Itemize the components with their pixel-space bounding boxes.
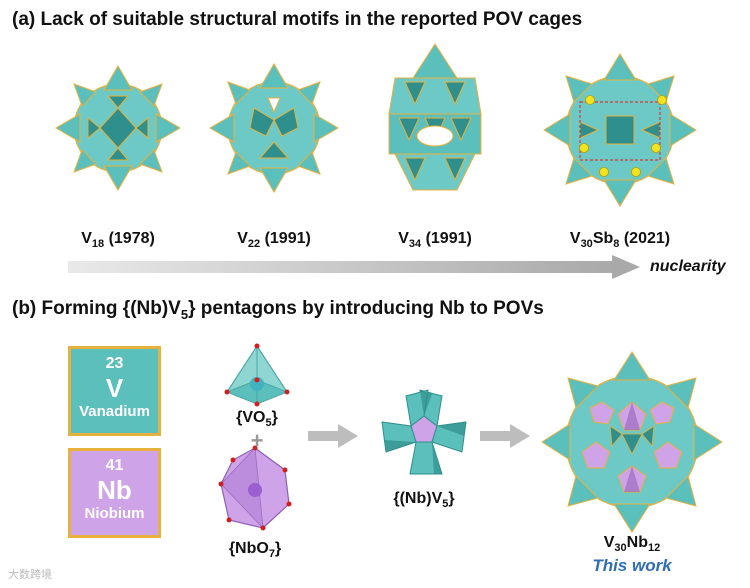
vo5-label: {VO5} xyxy=(236,409,278,430)
element-tile-niobium: 41 Nb Niobium xyxy=(68,448,161,538)
plus-sign: + xyxy=(250,428,264,453)
panel-a-title: (a) Lack of suitable structural motifs i… xyxy=(12,9,583,30)
v30nb12-label: V30Nb12 xyxy=(603,534,661,555)
nbv5-pentagon-illustration xyxy=(381,389,467,475)
nbo7-label: {NbO7} xyxy=(228,540,282,561)
nbv5-label: {(Nb)V5} xyxy=(393,490,455,511)
cage-v30sb8-illustration xyxy=(543,53,697,207)
nuclearity-label: nuclearity xyxy=(650,258,726,275)
element-name: Vanadium xyxy=(79,403,150,420)
element-symbol: V xyxy=(105,373,124,403)
panel-b-title: (b) Forming {(Nb)V5} pentagons by introd… xyxy=(12,298,544,322)
nbo7-polyhedron xyxy=(218,445,292,531)
element-tile-vanadium: 23 V Vanadium xyxy=(68,346,161,436)
reaction-arrow-1 xyxy=(308,424,358,448)
element-name: Niobium xyxy=(84,505,145,522)
element-symbol: Nb xyxy=(97,475,132,505)
cage-v18-illustration xyxy=(55,65,181,191)
v30nb12-cluster-illustration xyxy=(541,351,723,533)
this-work-label: This work xyxy=(592,556,672,575)
cage-label-v22: V22 (1991) xyxy=(237,230,311,251)
cage-label-v30sb8: V30Sb8 (2021) xyxy=(569,230,671,251)
watermark: 大数跨境 xyxy=(8,569,52,581)
cage-label-v34: V34 (1991) xyxy=(398,230,472,251)
cage-v22-illustration xyxy=(209,63,339,193)
cage-label-v18: V18 (1978) xyxy=(81,230,155,251)
nuclearity-arrow xyxy=(68,255,640,279)
reaction-arrow-2 xyxy=(480,424,530,448)
cage-v34-illustration xyxy=(388,43,482,191)
vo5-polyhedron xyxy=(224,343,290,407)
atomic-number: 23 xyxy=(105,355,124,372)
atomic-number: 41 xyxy=(105,457,124,474)
